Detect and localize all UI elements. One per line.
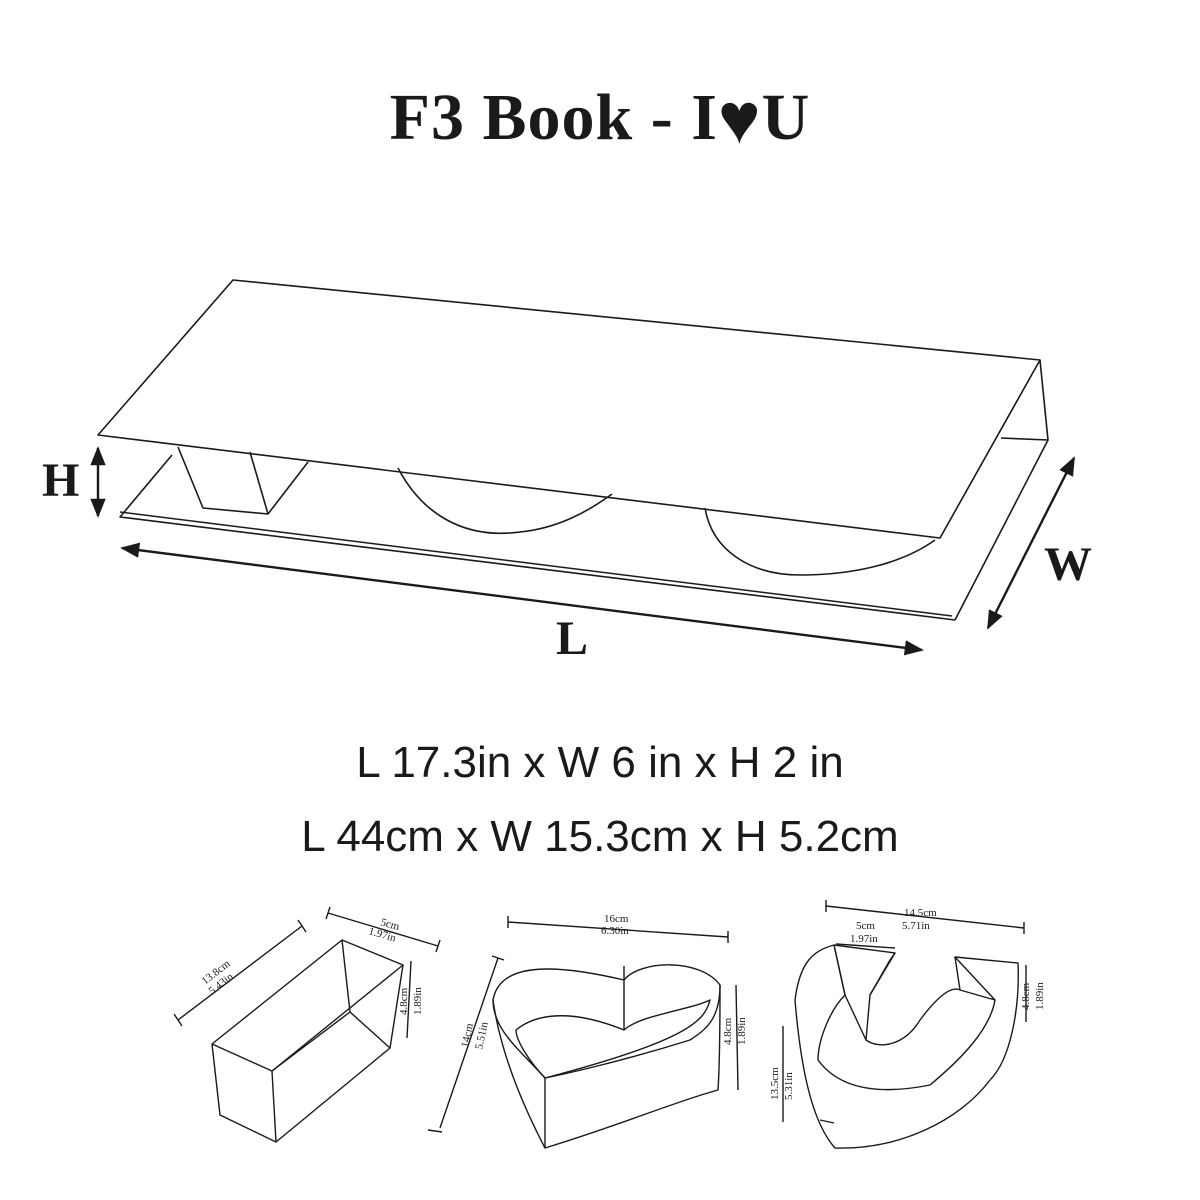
u-insert-drawing: [782, 900, 1027, 1149]
rectangle-insert-drawing: [173, 906, 441, 1143]
heart-width-in: 5.51in: [473, 1020, 491, 1050]
width-arrow: [986, 456, 1076, 630]
rect-height-cm: 4.8cm: [398, 987, 410, 1015]
box-lid: [97, 279, 1041, 539]
title-prefix: F3 Book - I: [389, 81, 718, 154]
height-label: H: [42, 454, 79, 507]
rect-height-in: 1.89in: [412, 987, 424, 1015]
u-height-cm: 4.8cm: [1020, 982, 1032, 1010]
slot-heart: [397, 467, 613, 534]
book-box-drawing: [97, 279, 1049, 621]
u-inner-in: 1.97in: [850, 933, 878, 945]
u-width-in: 5.31in: [783, 1072, 795, 1100]
u-inner-cm: 5cm: [856, 920, 875, 932]
heart-height-in: 1.89in: [736, 1017, 748, 1045]
u-width-cm: 13.5cm: [769, 1067, 781, 1100]
page-title: F3 Book - I♥U: [0, 78, 1200, 161]
u-length-cm: 14.5cm: [904, 907, 937, 919]
dimensions-centimeters: L 44cm x W 15.3cm x H 5.2cm: [301, 812, 899, 861]
heart-insert-drawing: [427, 916, 739, 1149]
heart-length-cm: 16cm: [604, 913, 629, 925]
heart-height-cm: 4.8cm: [722, 1017, 734, 1045]
heart-width-cm: 14cm: [459, 1022, 476, 1049]
slot-rectangle: [177, 446, 309, 515]
length-arrow: [120, 542, 924, 656]
width-label: W: [1044, 538, 1092, 591]
heart-icon: ♥: [717, 79, 762, 159]
title-suffix: U: [761, 81, 811, 154]
dimension-arrows: [90, 446, 1076, 656]
rect-width-cm: 5cm: [379, 916, 401, 933]
u-length-in: 5.71in: [902, 920, 930, 932]
length-label: L: [556, 612, 588, 665]
u-height-in: 1.89in: [1034, 982, 1046, 1010]
heart-length-in: 6.30in: [601, 925, 629, 937]
dimensions-inches: L 17.3in x W 6 in x H 2 in: [356, 738, 844, 787]
